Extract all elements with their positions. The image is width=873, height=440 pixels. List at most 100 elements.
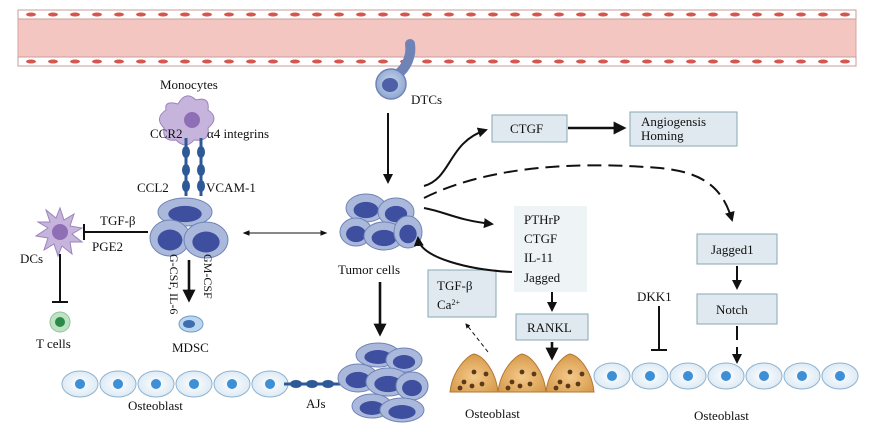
vcam1-label: VCAM-1 [206, 180, 256, 195]
factor-il11: IL-11 [524, 250, 553, 265]
dtc-cell-icon [375, 39, 416, 100]
tumor-cell-nucleus-icon [168, 205, 202, 223]
endothelial-cell-icon [422, 12, 432, 17]
endothelial-cell-icon [224, 59, 234, 64]
tumor-cluster-left-icon [149, 197, 229, 259]
osteoblast-nucleus-icon [683, 371, 693, 381]
osteoblast-nucleus-icon [113, 379, 123, 389]
tumor-cluster-bottom-icon [337, 342, 429, 423]
endothelial-cell-icon [642, 12, 652, 17]
gcsf-il6-label: G-CSF, IL-6 [167, 254, 181, 314]
t-cells-label: T cells [36, 336, 71, 351]
osteoblast-nucleus-icon [835, 371, 845, 381]
osteoclast-nucleus-icon [567, 369, 573, 375]
tumor-cell-nucleus-icon [374, 375, 402, 393]
endothelial-cell-icon [70, 59, 80, 64]
osteoclast-icons [449, 353, 595, 393]
tumor-cell-nucleus-icon [392, 355, 416, 369]
osteoblast-mid-label: Osteoblast [465, 406, 520, 421]
tumor-cell-nucleus-icon [353, 201, 379, 219]
endothelial-cell-icon [158, 59, 168, 64]
angiogenesis-label: Angiogensis [641, 114, 706, 129]
ccl2-label: CCL2 [137, 180, 169, 195]
factor-jagged: Jagged [524, 270, 561, 285]
endothelial-cell-icon [752, 59, 762, 64]
tumor-cells-label: Tumor cells [338, 262, 400, 277]
tumor-to-factors-arrow [423, 207, 494, 229]
endothelial-cell-icon [92, 12, 102, 17]
endothelial-cell-icon [422, 59, 432, 64]
endothelial-cell-icon [48, 59, 58, 64]
endothelial-cell-icon [26, 59, 36, 64]
endothelial-cell-icon [92, 59, 102, 64]
endothelial-cell-icon [444, 12, 454, 17]
endothelial-cell-icon [752, 12, 762, 17]
endothelial-cell-icon [334, 12, 344, 17]
endothelial-cell-icon [466, 12, 476, 17]
dc-cell-icon [34, 206, 84, 258]
osteoclast-nucleus-icon [469, 383, 475, 389]
osteoclast-to-tgfb-arrow [465, 323, 489, 353]
endothelial-cell-icon [26, 12, 36, 17]
blood-vessel [17, 9, 857, 67]
rankl-box: RANKL [515, 313, 589, 341]
osteoblast-nucleus-icon [759, 371, 769, 381]
tumor-cell-nucleus-icon [157, 229, 183, 251]
endothelial-cell-icon [224, 12, 234, 17]
osteoclast-nucleus-icon [531, 371, 537, 377]
osteoblast-nucleus-icon [607, 371, 617, 381]
adherens-junction-icon [284, 380, 340, 388]
tgfb-ca-box: TGF-β Ca2+ [427, 269, 497, 318]
osteoblast-nucleus-icon [645, 371, 655, 381]
osteoclast-nucleus-icon [479, 381, 485, 387]
osteoclast-nucleus-icon [517, 383, 523, 389]
tgfb-left-label: TGF-β [100, 213, 136, 228]
tumor-cluster-center-icon [339, 193, 423, 251]
endothelial-cell-icon [246, 59, 256, 64]
endothelial-cell-icon [708, 59, 718, 64]
endothelial-cell-icon [356, 59, 366, 64]
tumor-cell-nucleus-icon [345, 371, 371, 389]
notch-box: Notch [696, 293, 778, 325]
endothelial-cell-icon [818, 12, 828, 17]
factors-to-tumor-arrow [413, 236, 513, 273]
osteoblast-nucleus-icon [189, 379, 199, 389]
endothelial-cell-icon [136, 59, 146, 64]
osteoclast-nucleus-icon [557, 379, 563, 385]
osteoblast-nucleus-icon [75, 379, 85, 389]
endothelial-cell-icon [598, 12, 608, 17]
endothelial-cell-icon [664, 59, 674, 64]
endothelial-cell-icon [180, 59, 190, 64]
tumor-to-ctgf-arrow [423, 127, 488, 187]
endothelial-cell-icon [246, 12, 256, 17]
endothelial-cell-icon [686, 59, 696, 64]
endothelial-cell-icon [356, 12, 366, 17]
endothelial-cell-icon [554, 59, 564, 64]
endothelial-cell-icon [488, 12, 498, 17]
endothelial-cell-icon [642, 59, 652, 64]
osteoblast-nucleus-icon [151, 379, 161, 389]
tumor-cell-nucleus-icon [388, 405, 416, 419]
osteoclast-nucleus-icon [505, 385, 511, 391]
endothelial-cell-icon [796, 59, 806, 64]
endothelial-cell-icon [818, 59, 828, 64]
endothelial-cell-icon [774, 59, 784, 64]
endothelial-cell-icon [400, 12, 410, 17]
osteoblast-row-right [593, 362, 859, 390]
factor-ctgf: CTGF [524, 231, 557, 246]
osteoclast-nucleus-icon [553, 385, 559, 391]
tumor-cell-nucleus-icon [364, 350, 392, 364]
ca-label-base: Ca [437, 297, 452, 312]
endothelial-cell-icon [532, 12, 542, 17]
endothelial-cells-bottom [26, 59, 850, 64]
receptor-icons [182, 138, 205, 196]
angiogenesis-box: Angiogensis Homing [629, 111, 738, 147]
osteoclast-nucleus-icon [509, 379, 515, 385]
endothelial-cell-icon [378, 12, 388, 17]
factor-pthrp: PTHrP [524, 212, 560, 227]
endothelial-cell-icon [488, 59, 498, 64]
osteoclast-nucleus-icon [461, 379, 467, 385]
endothelial-cell-icon [312, 59, 322, 64]
endothelial-cell-icon [444, 59, 454, 64]
endothelial-cell-icon [664, 12, 674, 17]
